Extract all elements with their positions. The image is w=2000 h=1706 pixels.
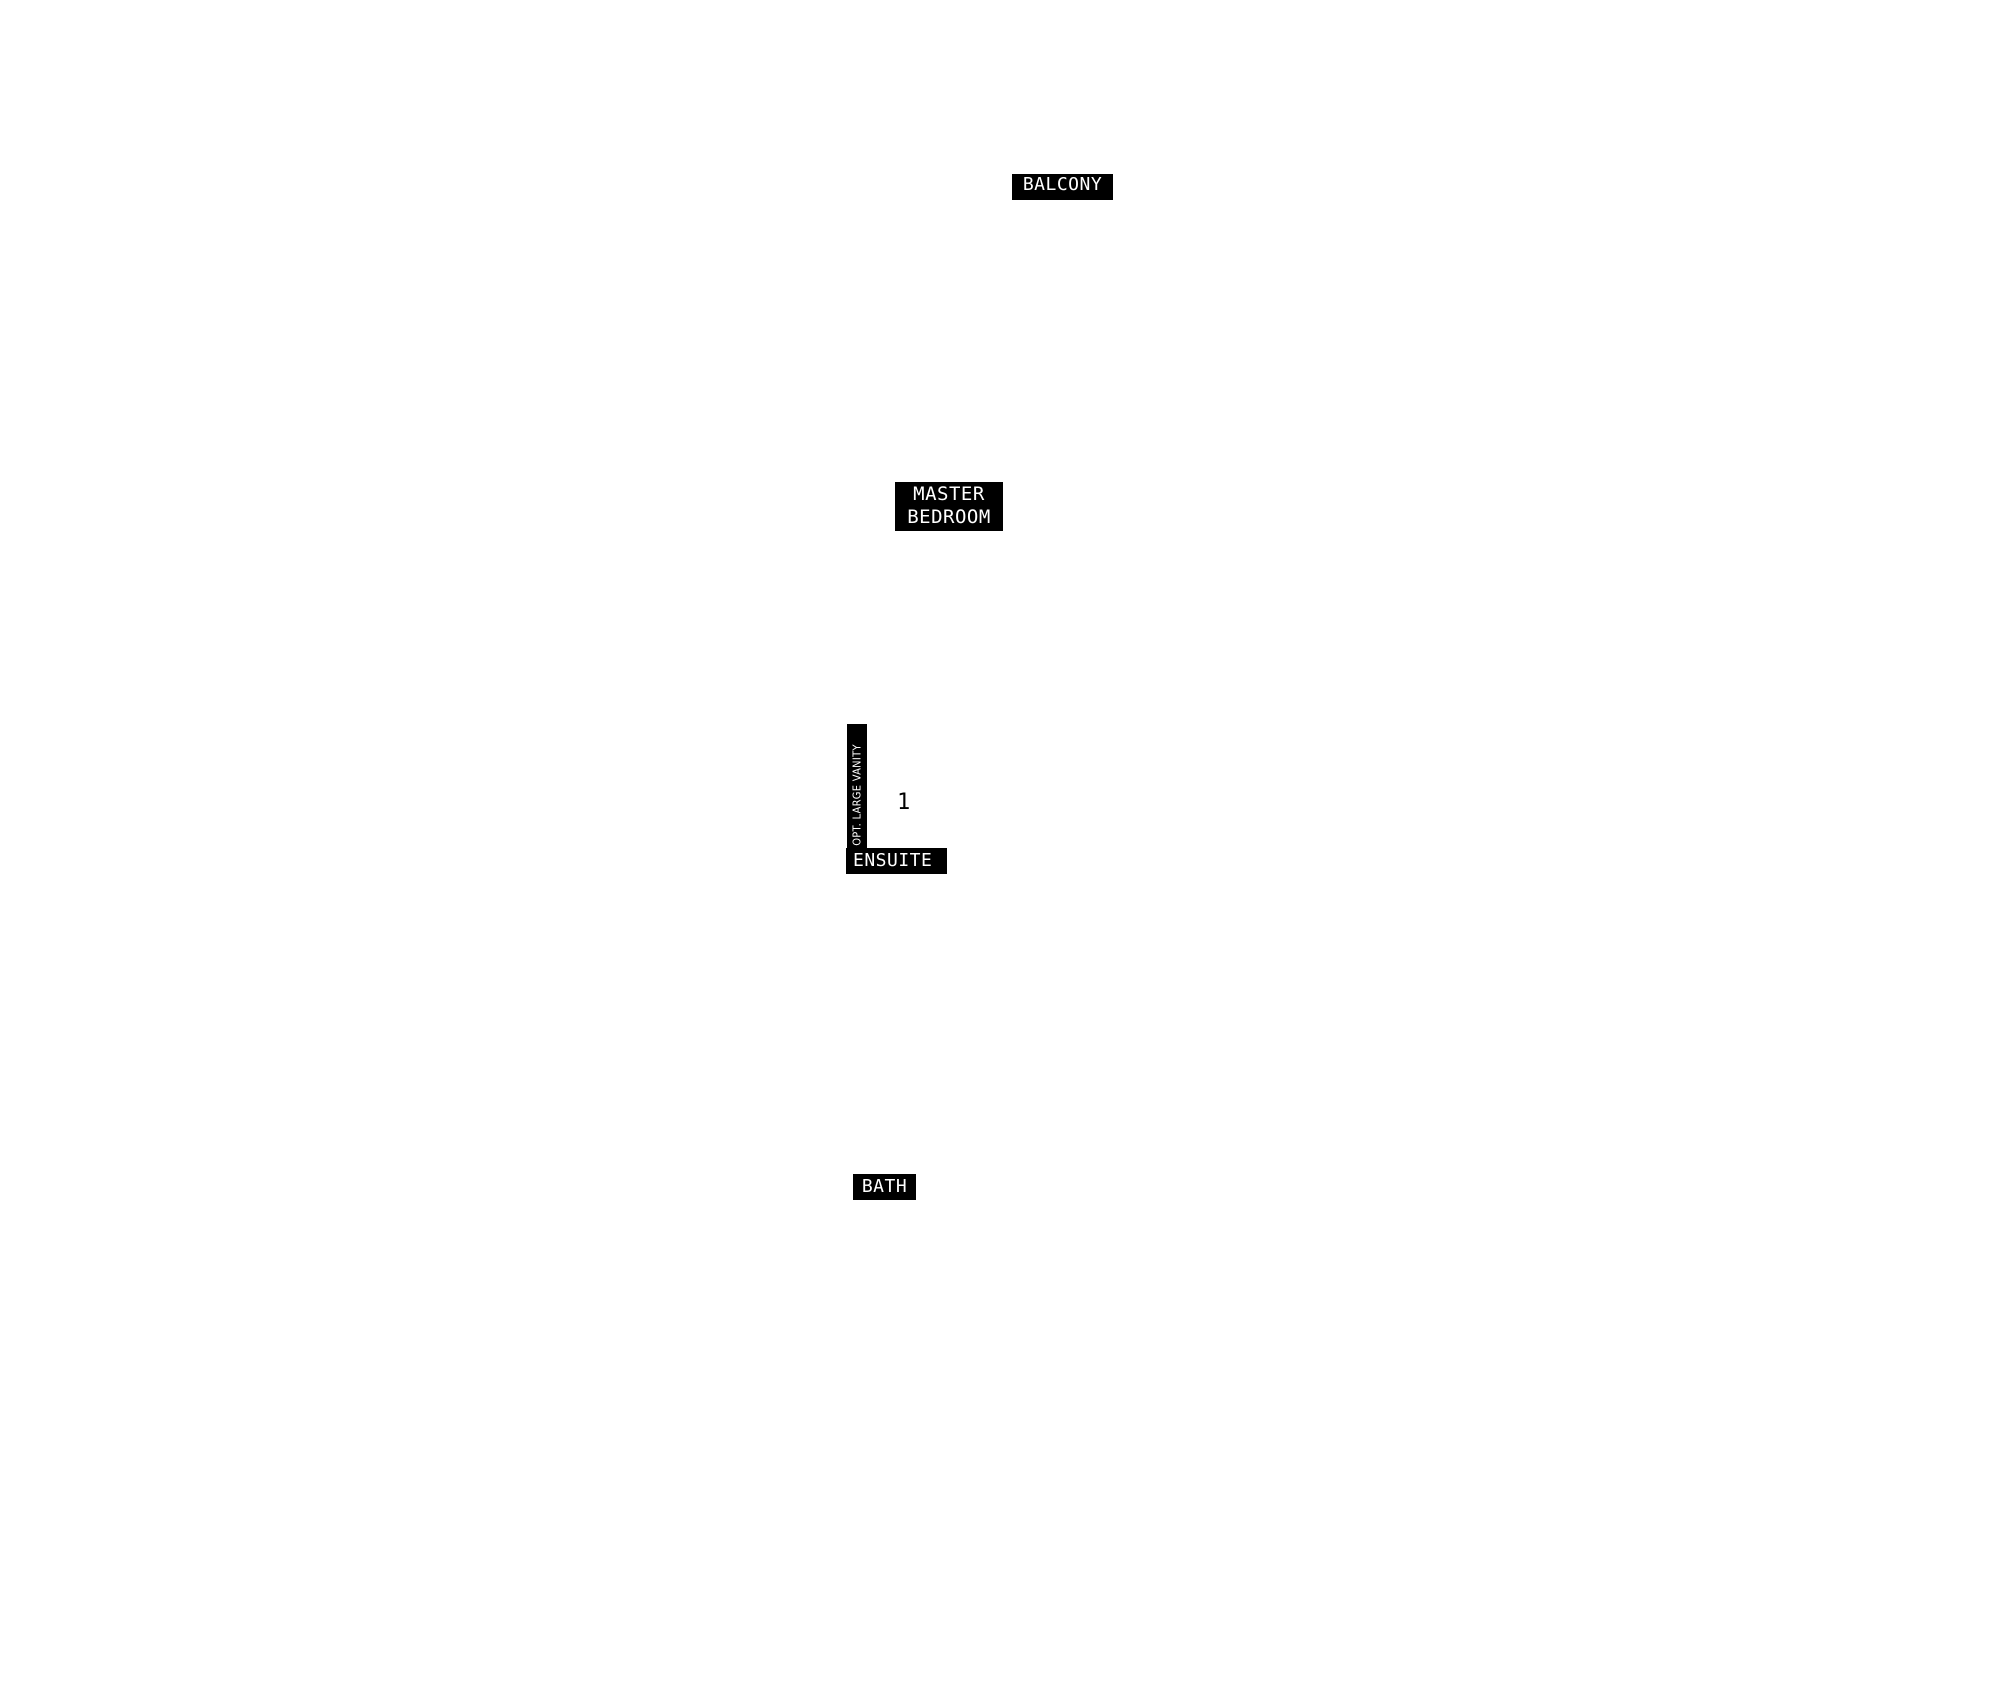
vanity-option-label xyxy=(847,724,867,874)
ensuite-number-marker: 1 xyxy=(897,790,911,815)
master-bedroom-label-line1: MASTER xyxy=(913,483,985,505)
ensuite-label: ENSUITE xyxy=(846,848,947,874)
bath-label: BATH xyxy=(853,1174,916,1200)
ensuite-label-text: ENSUITE xyxy=(853,850,933,871)
vanity-option-label-text: OPT. LARGE VANITY xyxy=(850,744,864,846)
balcony-label: BALCONY xyxy=(1012,174,1113,200)
bath-label-text: BATH xyxy=(861,1176,908,1197)
master-bedroom-label: MASTER BEDROOM xyxy=(895,482,1003,531)
balcony-label-text: BALCONY xyxy=(1022,174,1103,195)
master-bedroom-label-line2: BEDROOM xyxy=(907,506,991,528)
